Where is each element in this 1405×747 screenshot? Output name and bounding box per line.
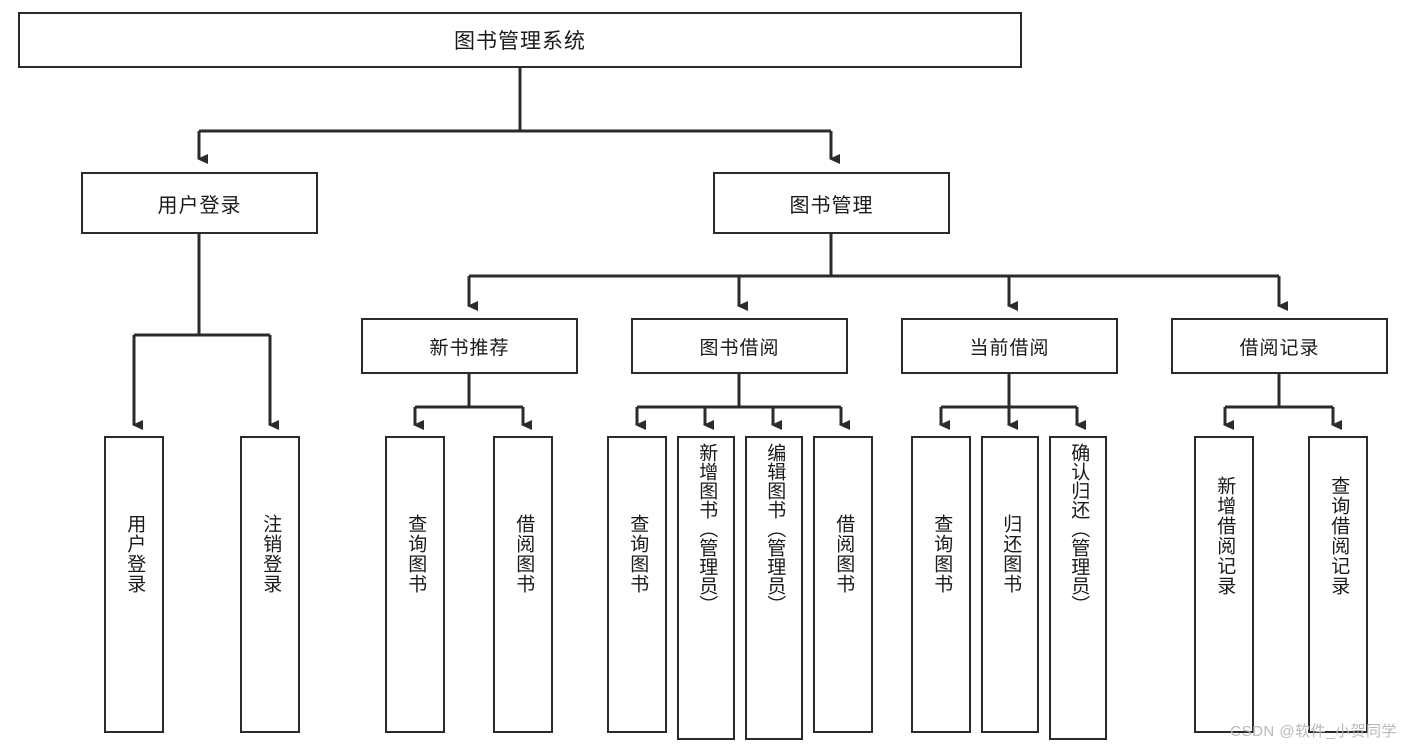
- node-label: 注销登录: [260, 514, 282, 594]
- node-label: 确认归还（管理员）: [1068, 443, 1090, 614]
- leaf-query-borrow-record[interactable]: 查询借阅记录: [1308, 436, 1368, 733]
- node-root-system[interactable]: 图书管理系统: [18, 12, 1022, 68]
- node-label: 用户登录: [157, 194, 242, 217]
- leaf-confirm-return-admin[interactable]: 确认归还（管理员）: [1049, 436, 1107, 740]
- csdn-watermark: CSDN @软件_小贺同学: [1230, 723, 1397, 740]
- node-label: 用户登录: [124, 514, 146, 594]
- leaf-user-login[interactable]: 用户登录: [104, 436, 164, 733]
- leaf-return-book[interactable]: 归还图书: [981, 436, 1039, 733]
- leaf-query-book-current[interactable]: 查询图书: [911, 436, 971, 733]
- leaf-edit-book-admin[interactable]: 编辑图书（管理员）: [745, 436, 803, 740]
- node-label: 新增借阅记录: [1214, 476, 1236, 596]
- node-label: 借阅图书: [513, 514, 535, 594]
- leaf-add-book-admin[interactable]: 新增图书（管理员）: [677, 436, 735, 740]
- node-label: 借阅图书: [833, 514, 855, 594]
- node-label: 查询图书: [931, 514, 953, 594]
- node-label: 当前借阅: [969, 337, 1050, 359]
- node-label: 新增图书（管理员）: [696, 443, 718, 614]
- leaf-add-borrow-record[interactable]: 新增借阅记录: [1194, 436, 1254, 733]
- node-label: 归还图书: [1000, 514, 1022, 594]
- node-current-borrow[interactable]: 当前借阅: [901, 318, 1118, 374]
- node-label: 编辑图书（管理员）: [764, 443, 786, 614]
- leaf-borrow-book-recommend[interactable]: 借阅图书: [493, 436, 553, 733]
- node-label: 查询图书: [405, 514, 427, 594]
- node-label: 借阅记录: [1239, 337, 1320, 359]
- node-label: 图书管理: [789, 194, 874, 217]
- node-label: 新书推荐: [429, 337, 510, 359]
- node-user-login[interactable]: 用户登录: [81, 172, 318, 234]
- node-label: 图书借阅: [699, 337, 780, 359]
- leaf-query-book-borrow[interactable]: 查询图书: [607, 436, 667, 733]
- leaf-logout[interactable]: 注销登录: [240, 436, 300, 733]
- node-label: 图书管理系统: [454, 30, 586, 53]
- node-label: 查询借阅记录: [1328, 476, 1350, 596]
- node-book-management[interactable]: 图书管理: [713, 172, 950, 234]
- node-new-book-recommend[interactable]: 新书推荐: [361, 318, 578, 374]
- leaf-borrow-book[interactable]: 借阅图书: [813, 436, 873, 733]
- node-label: 查询图书: [627, 514, 649, 594]
- leaf-query-book-recommend[interactable]: 查询图书: [385, 436, 445, 733]
- node-book-borrow[interactable]: 图书借阅: [631, 318, 848, 374]
- node-borrow-record[interactable]: 借阅记录: [1171, 318, 1388, 374]
